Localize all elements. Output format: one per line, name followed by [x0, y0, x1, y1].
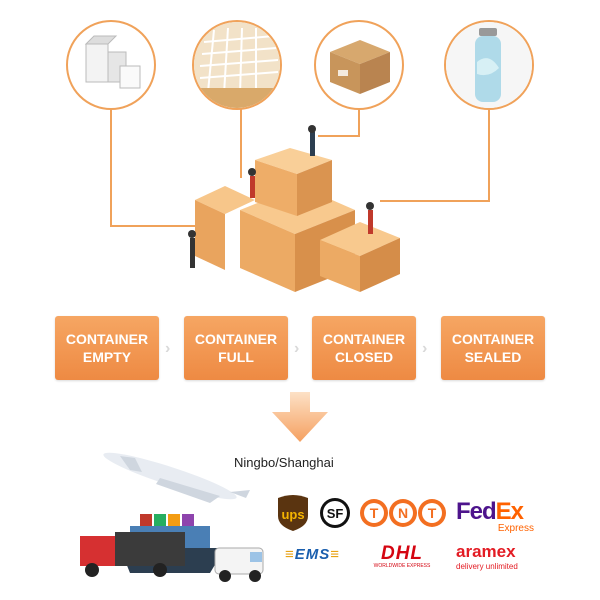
truck-icon [80, 532, 185, 577]
connector-line-2 [240, 106, 242, 178]
glass-bottle-image [444, 20, 534, 110]
fedex-fed-text: Fed [456, 498, 497, 525]
connector-line-3b [318, 135, 360, 137]
ups-logo-text: ups [281, 507, 304, 522]
step-label-line2: CLOSED [334, 349, 394, 365]
dhl-tagline: WORLDWIDE EXPRESS [373, 563, 431, 569]
sf-logo-text: SF [327, 506, 344, 521]
box-divider-image [192, 20, 282, 110]
ems-logo-text: EMS [294, 546, 331, 563]
step-container-empty: CONTAINER EMPTY [55, 316, 159, 380]
step-label-line1: CONTAINER [322, 331, 406, 347]
empty-boxes-image [66, 20, 156, 110]
airplane-icon [103, 452, 250, 503]
sf-express-logo: SF [318, 496, 352, 530]
tnt-letter: T [370, 505, 379, 521]
aramex-logo: aramex delivery unlimited [456, 542, 518, 571]
chevron-right-icon: › [165, 340, 171, 357]
connector-line-1b [110, 225, 200, 227]
ups-logo: ups [276, 494, 310, 532]
transport-illustration [80, 452, 264, 582]
van-icon [214, 547, 264, 582]
step-container-sealed: CONTAINER SEALED [441, 316, 545, 380]
fedex-ex-text: Ex [495, 498, 524, 525]
step-container-full: CONTAINER FULL [184, 316, 288, 380]
connector-line-3 [358, 106, 360, 136]
chevron-right-icon: › [422, 340, 428, 357]
stacked-boxes-illustration [188, 125, 400, 292]
step-label-line2: FULL [218, 349, 254, 365]
step-label-line1: CONTAINER [65, 331, 149, 347]
step-label-line1: CONTAINER [194, 331, 278, 347]
worker-figures [188, 125, 374, 268]
dhl-logo-text: DHL [380, 543, 424, 564]
down-arrow-icon [272, 392, 328, 442]
step-label-line2: SEALED [464, 349, 522, 365]
cardboard-box-image [314, 20, 404, 110]
connector-line-4b [380, 200, 490, 202]
step-label-line1: CONTAINER [451, 331, 535, 347]
fedex-express-text: Express [497, 523, 534, 534]
tnt-logo: T N T [358, 497, 448, 529]
aramex-tagline: delivery unlimited [456, 562, 518, 571]
chevron-right-icon: › [294, 340, 300, 357]
tnt-letter: N [398, 505, 408, 521]
step-label-line2: EMPTY [82, 349, 132, 365]
connector-line-4 [488, 106, 490, 201]
step-container-closed: CONTAINER CLOSED [312, 316, 416, 380]
tnt-letter: T [428, 505, 437, 521]
aramex-logo-text: aramex [456, 542, 516, 561]
fedex-logo: FedEx Express [456, 498, 556, 538]
connector-line-1 [110, 106, 112, 226]
dhl-logo: DHL WORLDWIDE EXPRESS [360, 543, 444, 569]
route-label: Ningbo/Shanghai [234, 455, 334, 470]
ems-logo: ≡EMS≡ [285, 546, 341, 563]
